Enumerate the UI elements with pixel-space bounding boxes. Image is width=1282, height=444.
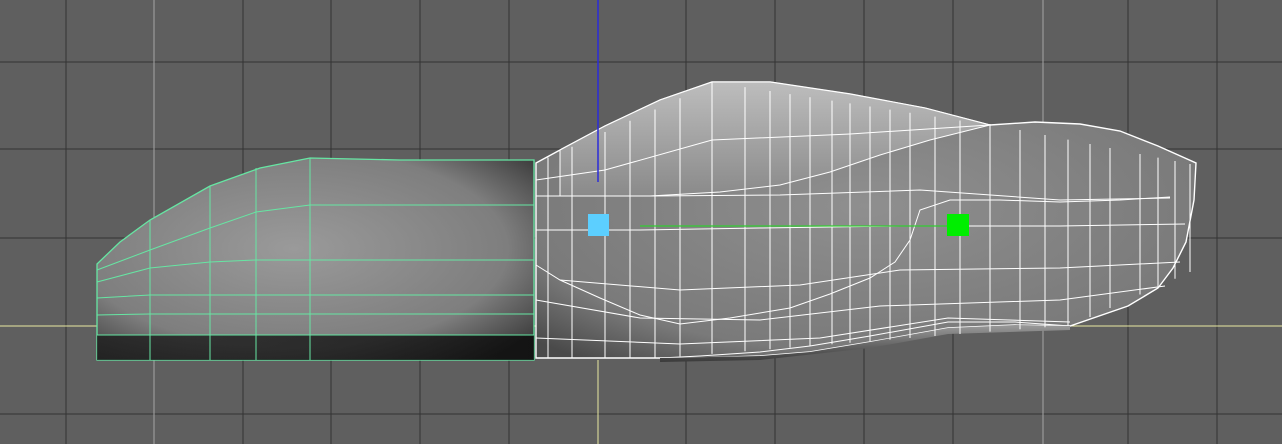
rear-wire-edge <box>536 189 1171 201</box>
front-wire-edge <box>96 259 534 283</box>
rear-wire-edge <box>559 261 1181 291</box>
target-handle[interactable] <box>947 214 969 236</box>
rear-underside <box>660 325 1070 362</box>
front-body-selection[interactable] <box>96 157 535 361</box>
front-wire-edge <box>96 294 534 299</box>
front-wire-edge <box>96 313 534 316</box>
front-body-surface <box>96 157 535 361</box>
front-wire-edge <box>96 204 534 271</box>
rear-wire-edge <box>535 124 991 181</box>
car-body-mesh[interactable] <box>535 81 1197 362</box>
rear-wire-edge <box>536 223 1186 231</box>
front-floor <box>97 335 534 360</box>
rear-wire-edge <box>535 317 1071 345</box>
pivot-handle[interactable] <box>588 214 609 236</box>
rear-wire-edge <box>535 285 1166 321</box>
